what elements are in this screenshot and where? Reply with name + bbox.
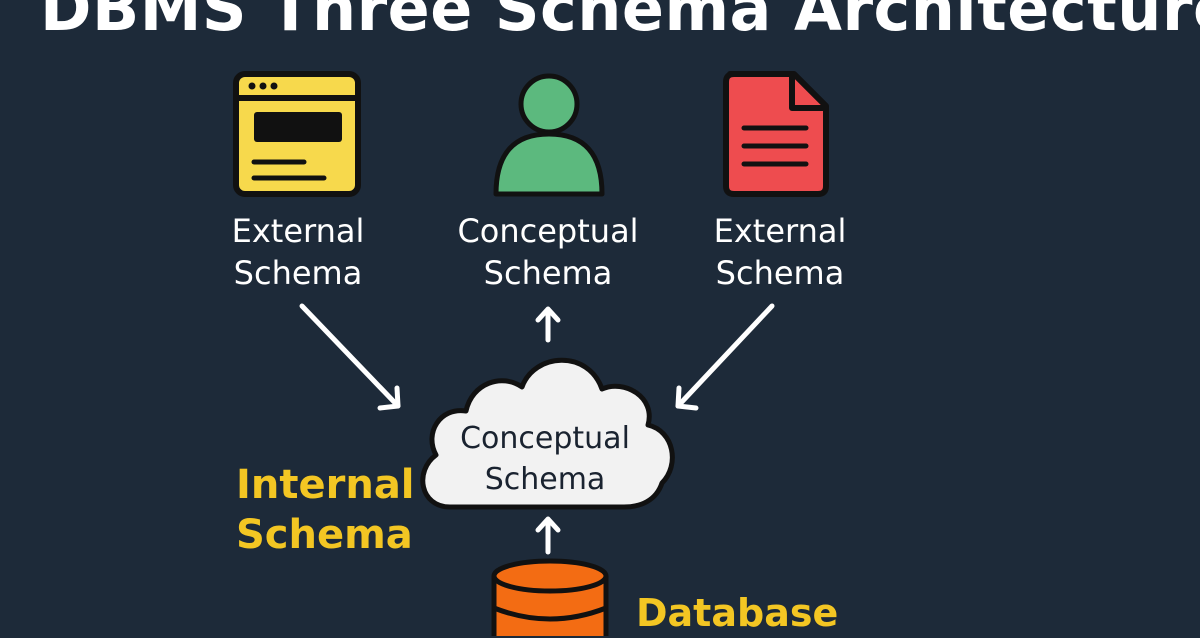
database-icon: [491, 558, 609, 636]
cloud-icon: [420, 357, 675, 510]
arrow-right-to-cloud: [675, 303, 775, 411]
page-title: DBMS Three Schema Architecture: [40, 0, 1200, 45]
database-label: Database: [636, 591, 839, 635]
user-icon: [493, 73, 605, 197]
arrow-database-to-cloud: [535, 516, 561, 555]
document-icon: [723, 71, 829, 197]
browser-window-icon: [233, 71, 361, 197]
arrow-cloud-to-top: [535, 306, 561, 343]
arrow-left-to-cloud: [299, 303, 401, 411]
